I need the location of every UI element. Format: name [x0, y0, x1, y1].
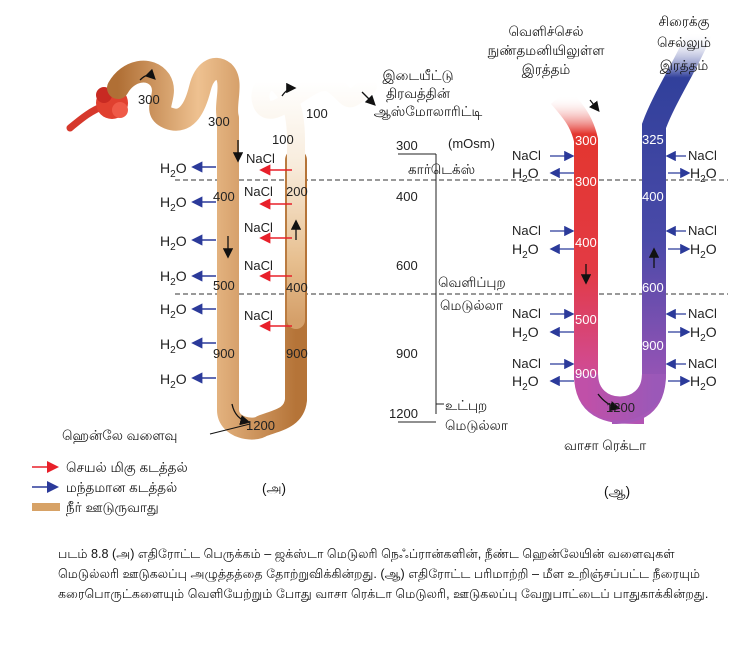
- nacl-label: NaCl: [244, 258, 273, 273]
- nephron-value: 300: [138, 92, 160, 107]
- vasa-values: 300 300 400 500 900 1200 325 400 600 900: [575, 132, 664, 415]
- vasa-value: 300: [575, 174, 597, 189]
- vasa-value: 500: [575, 312, 597, 327]
- osmolarity-scale: இடையீட்டு திரவத்தின் ஆஸ்மோலாரிட்டி (mOsm…: [374, 68, 509, 433]
- svg-text:H2O: H2O: [690, 165, 717, 185]
- nephron-value: 100: [306, 106, 328, 121]
- water-label: H2O: [160, 268, 187, 288]
- nephron-active-arrows: [259, 164, 292, 332]
- arterial-label: நுண்தமனியிலுள்ள: [488, 43, 606, 59]
- svg-text:NaCl: NaCl: [688, 356, 717, 371]
- vasa-value: 325: [642, 132, 664, 147]
- vasa-left-arrows: [549, 150, 575, 387]
- svg-text:H2O: H2O: [512, 165, 539, 185]
- vasa-right-exchange: NaCl H2O NaCl H2O NaCl H2O NaCl H2O: [688, 148, 717, 393]
- inner-medulla-label: மெடுல்லா: [445, 418, 509, 433]
- nephron-value: 100: [272, 132, 294, 147]
- outer-medulla-label: வெளிப்புற: [438, 275, 506, 290]
- nacl-label: NaCl: [244, 308, 273, 323]
- panel-b-label: (ஆ): [604, 484, 630, 499]
- svg-text:NaCl: NaCl: [512, 356, 541, 371]
- nephron-value: 500: [213, 278, 235, 293]
- interstitial-title-line: ஆஸ்மோலாரிட்டி: [374, 104, 483, 119]
- nephron-passive-arrows: [191, 161, 216, 384]
- loop-of-henle: [66, 57, 377, 440]
- henle-loop-label: ஹென்லே வளைவு: [62, 428, 178, 443]
- nephron-value: 400: [213, 189, 235, 204]
- legend-passive-label: மந்தமான கடத்தல்: [66, 480, 177, 496]
- legend-active-label: செயல் மிகு கடத்தல்: [66, 460, 188, 477]
- water-label: H2O: [160, 301, 187, 321]
- outer-medulla-label: மெடுல்லா: [440, 298, 504, 313]
- svg-text:H2O: H2O: [690, 324, 717, 344]
- unit-label: (mOsm): [448, 136, 495, 151]
- venous-label: செல்லும்: [657, 35, 711, 51]
- nacl-label: NaCl: [244, 184, 273, 199]
- vasa-value: 900: [642, 338, 664, 353]
- scale-tick-label: 600: [396, 258, 418, 273]
- vasa-left-exchange: NaCl H2O NaCl H2O NaCl H2O NaCl H2O: [512, 148, 541, 393]
- scale-tick-label: 400: [396, 189, 418, 204]
- cortex-label: கார்டெக்ஸ்: [408, 162, 476, 177]
- svg-text:H2O: H2O: [512, 241, 539, 261]
- vasa-right-arrows: [665, 150, 691, 387]
- henle-leader-line: [209, 423, 251, 435]
- svg-text:H2O: H2O: [512, 324, 539, 344]
- svg-text:NaCl: NaCl: [688, 223, 717, 238]
- arterial-label: வெளிச்செல்: [508, 24, 583, 39]
- nephron-value: 1200: [246, 418, 275, 433]
- venous-label: சிரைக்கு: [659, 14, 710, 31]
- water-label: H2O: [160, 194, 187, 214]
- vasa-recta-label: வாசா ரெக்டா: [564, 438, 647, 453]
- svg-text:NaCl: NaCl: [688, 148, 717, 163]
- svg-text:H2O: H2O: [690, 373, 717, 393]
- nephron-value: 400: [286, 280, 308, 295]
- inner-medulla-label: உட்புற: [445, 398, 487, 413]
- legend-water-swatch: [32, 503, 60, 511]
- scale-tick-label: 900: [396, 346, 418, 361]
- vasa-value: 400: [575, 235, 597, 250]
- svg-text:NaCl: NaCl: [688, 306, 717, 321]
- nephron-nacl-labels: NaCl NaCl NaCl NaCl NaCl: [244, 151, 275, 323]
- water-label: H2O: [160, 336, 187, 356]
- interstitial-title-line: திரவத்தின்: [386, 86, 451, 102]
- venous-label: இரத்தம்: [660, 58, 709, 74]
- legend: செயல் மிகு கடத்தல் மந்தமான கடத்தல் நீர் …: [32, 460, 630, 516]
- water-label: H2O: [160, 233, 187, 253]
- scale-tick-label: 1200: [389, 406, 418, 421]
- nephron-value: 200: [286, 184, 308, 199]
- svg-text:NaCl: NaCl: [512, 306, 541, 321]
- vasa-value: 900: [575, 366, 597, 381]
- svg-text:H2O: H2O: [512, 373, 539, 393]
- nephron-value: 300: [208, 114, 230, 129]
- vasa-value: 300: [575, 133, 597, 148]
- scale-tick-label: 300: [396, 138, 418, 153]
- figure-caption: படம் 8.8 (அ) எதிரோட்ட பெருக்கம் – ஜக்ஸ்ட…: [58, 547, 709, 601]
- arterial-label: இரத்தம்: [522, 62, 571, 78]
- panel-a-label: (அ): [262, 481, 286, 496]
- svg-text:H2O: H2O: [690, 241, 717, 261]
- nephron-water-labels: H2O H2O H2O H2O H2O H2O H2O: [160, 160, 187, 391]
- vasa-recta: [550, 27, 712, 425]
- nacl-label: NaCl: [244, 220, 273, 235]
- vasa-value: 1200: [606, 400, 635, 415]
- svg-text:NaCl: NaCl: [512, 223, 541, 238]
- svg-text:NaCl: NaCl: [512, 148, 541, 163]
- water-label: H2O: [160, 160, 187, 180]
- vasa-value: 400: [642, 189, 664, 204]
- water-label: H2O: [160, 371, 187, 391]
- nephron-value: 900: [286, 346, 308, 361]
- legend-water-label: நீர் ஊடுருவாது: [66, 500, 159, 516]
- vasa-value: 600: [642, 280, 664, 295]
- nacl-label: NaCl: [246, 151, 275, 166]
- nephron-values: 300 300 100 100 200 400 400 500 900 900 …: [138, 92, 328, 433]
- interstitial-title-line: இடையீட்டு: [382, 68, 453, 84]
- nephron-value: 900: [213, 346, 235, 361]
